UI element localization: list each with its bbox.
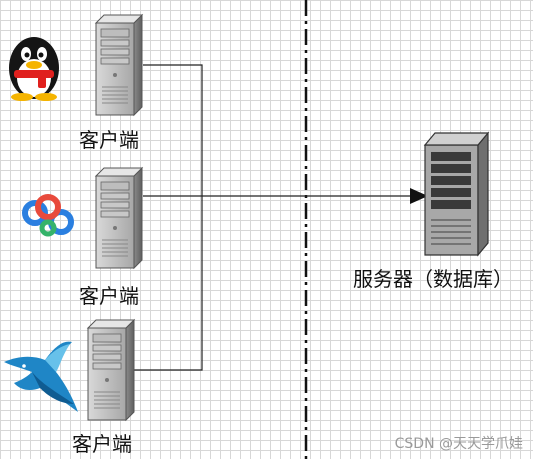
hummingbird-icon xyxy=(4,341,78,412)
database-server-icon xyxy=(423,131,490,257)
csdn-watermark: CSDN @天天学爪娃 xyxy=(394,436,523,452)
qq-penguin-icon xyxy=(9,37,59,101)
connector-client-3 xyxy=(134,196,203,371)
client-3-server-icon xyxy=(87,319,135,421)
client-2-server-icon xyxy=(95,167,143,269)
connector-client-1 xyxy=(143,64,203,196)
server-label: 服务器（数据库） xyxy=(353,267,513,291)
client-2-label: 客户端 xyxy=(79,284,139,308)
client-1-server-icon xyxy=(95,14,143,116)
client-3-label: 客户端 xyxy=(72,432,132,456)
arrowhead-to-server xyxy=(410,188,428,204)
baidu-cloud-icon xyxy=(22,194,74,237)
client-1-label: 客户端 xyxy=(79,128,139,152)
connector-lines xyxy=(134,64,410,371)
